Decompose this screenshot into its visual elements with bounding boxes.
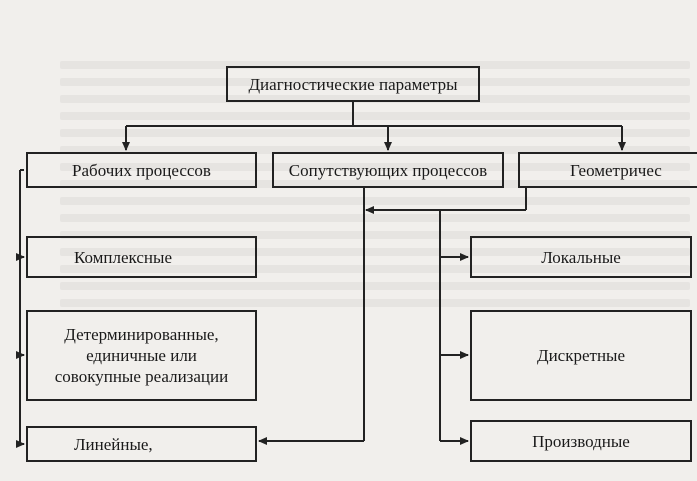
- node-linear: Линейные,: [26, 426, 257, 462]
- node-label: Линейные,: [74, 434, 153, 454]
- category-label: Геометричес: [570, 160, 662, 180]
- node-label: Локальные: [541, 247, 621, 267]
- node-complex: Комплексные: [26, 236, 257, 278]
- category-label: Рабочих процессов: [72, 160, 211, 180]
- node-label-line2: единичные или: [86, 346, 197, 365]
- node-label-line3: совокупные реализации: [54, 367, 229, 386]
- node-local: Локальные: [470, 236, 692, 278]
- root-label: Диагностические параметры: [248, 74, 458, 94]
- node-derivative: Производные: [470, 420, 692, 462]
- node-discrete: Дискретные: [470, 310, 692, 401]
- category-accompanying-processes: Сопутствующих процессов: [272, 152, 504, 188]
- node-label: Комплексные: [74, 247, 172, 267]
- category-geometric: Геометричес: [518, 152, 697, 188]
- category-label: Сопутствующих процессов: [288, 160, 488, 180]
- root-node: Диагностические параметры: [226, 66, 480, 102]
- node-label: Дискретные: [536, 346, 626, 365]
- category-work-processes: Рабочих процессов: [26, 152, 257, 188]
- node-deterministic: Детерминированные, единичные или совокуп…: [26, 310, 257, 401]
- node-label: Производные: [532, 431, 630, 451]
- node-label-line1: Детерминированные,: [64, 325, 219, 344]
